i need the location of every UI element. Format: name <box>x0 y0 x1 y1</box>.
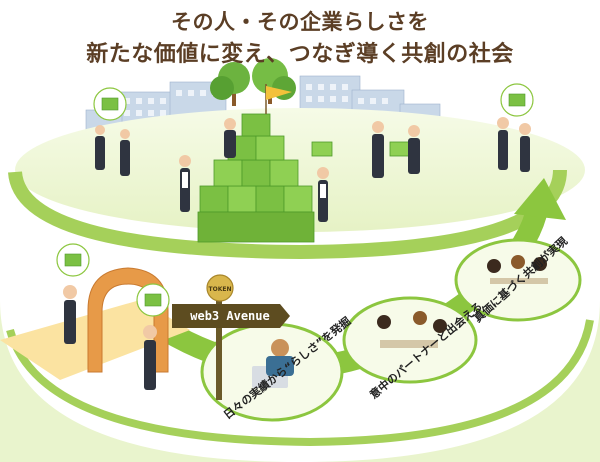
people <box>63 117 531 390</box>
spiral-arrow-head <box>514 178 566 220</box>
stage-circle-2 <box>342 296 478 384</box>
arch-gate <box>87 267 169 373</box>
building-windows <box>124 84 388 116</box>
signpost-avenue-label: web3 Avenue <box>190 309 270 323</box>
signpost-board <box>172 304 290 328</box>
lower-ground-rim <box>6 319 594 447</box>
bubble-cubes <box>64 93 526 307</box>
signpost <box>172 274 290 400</box>
token-label: TOKEN <box>208 286 232 293</box>
trees <box>210 58 296 106</box>
token-coin <box>206 274 234 302</box>
headline-line-2: 新たな価値に変え、つなぎ導く共創の社会 <box>86 42 514 67</box>
headline-line-1: その人・その企業らしさを <box>171 10 429 34</box>
lower-ground <box>0 300 600 462</box>
cube-pyramid <box>197 113 315 243</box>
flag <box>265 84 292 114</box>
stage-circle-3 <box>454 238 582 322</box>
upper-platform <box>15 108 585 232</box>
